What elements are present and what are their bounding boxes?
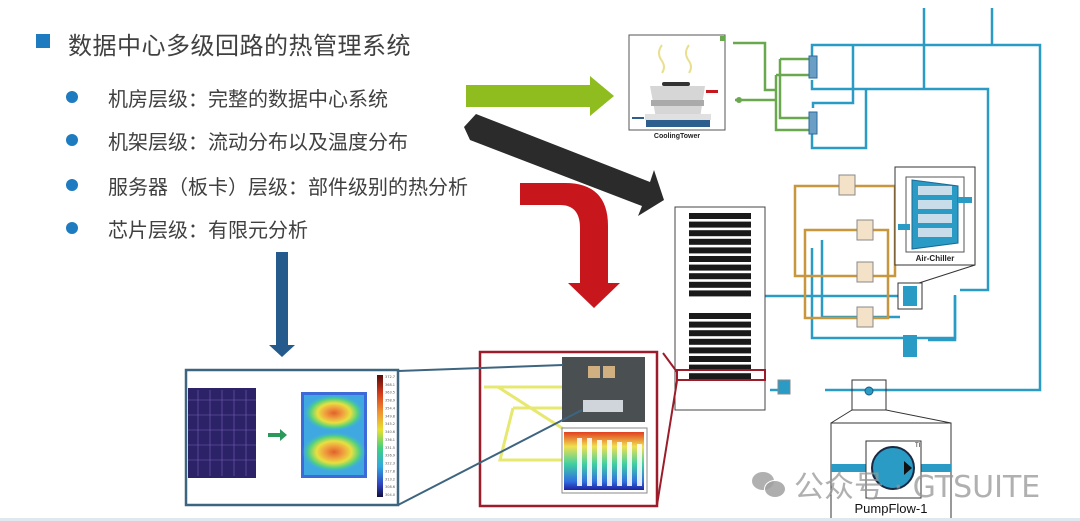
colorbar-tick-label: 313.2 [385, 477, 395, 481]
bullet-item: 机架层级：流动分布以及温度分布 [66, 125, 408, 155]
colorbar-tick-label: 336.1 [385, 438, 395, 442]
bullet-text: 机房层级：完整的数据中心系统 [108, 86, 388, 111]
server-unit [689, 356, 751, 362]
server-unit [689, 247, 751, 254]
bullet-item: 服务器（板卡）层级：部件级别的热分析 [66, 170, 468, 200]
server-unit [689, 213, 751, 219]
orange-pipe-network [793, 184, 897, 320]
server-board-callout[interactable] [478, 350, 678, 508]
server-unit [689, 221, 751, 228]
colorbar-tick-label: 326.9 [385, 454, 395, 458]
arrow-darkblue-icon [269, 252, 295, 357]
colorbar-ticks: 372.7 368.1 363.5 358.9 354.4 349.8 345.2 340.6… [385, 375, 396, 497]
watermark-text: 公众号 · GTSUITE [794, 470, 1041, 505]
watermark: 公众号 · GTSUITE [752, 462, 1040, 506]
colorbar-tick-label: 358.9 [385, 399, 395, 403]
arrow-red-icon [520, 183, 620, 308]
colorbar-tick-label: 317.8 [385, 469, 395, 473]
server-unit [689, 364, 751, 371]
tank-icon [777, 379, 791, 395]
arrow-right-icon [268, 429, 287, 441]
bullet-dot-icon [66, 134, 78, 146]
colorbar-tick-label: 363.5 [385, 391, 395, 395]
server-unit [689, 230, 751, 237]
server-unit [689, 321, 751, 328]
cold-plate-components[interactable] [838, 174, 874, 328]
colorbar-tick-label: 368.1 [385, 383, 395, 387]
pump-small-icon [736, 97, 742, 103]
pump-label: PumpFlow-1 [855, 501, 928, 516]
bullet-dot-icon [66, 91, 78, 103]
slide-footer-divider [0, 518, 1080, 521]
cooling-tower-component[interactable] [628, 34, 726, 131]
server-unit [689, 330, 751, 337]
bullet-dot-icon [66, 222, 78, 234]
colorbar-tick-label: 304.0 [385, 493, 395, 497]
colorbar [377, 375, 383, 497]
server-unit [689, 373, 751, 380]
bullet-item: 芯片层级：有限元分析 [66, 213, 308, 243]
pump-tag: TI [915, 443, 921, 449]
bullet-dot-icon [66, 179, 78, 191]
green-pipe-network [733, 41, 812, 132]
arrow-black-icon [464, 114, 664, 216]
blue-pipe-network [765, 8, 1042, 392]
arrow-green-icon [466, 76, 614, 116]
server-unit [689, 256, 751, 262]
server-rack-component[interactable] [674, 206, 766, 411]
colorbar-tick-label: 372.7 [385, 375, 395, 379]
title-bullet-icon [36, 34, 50, 48]
bullet-text: 芯片层级：有限元分析 [108, 217, 308, 242]
colorbar-tick-label: 345.2 [385, 422, 395, 426]
pump-callout[interactable] [830, 379, 952, 521]
colorbar-tick-label: 340.6 [385, 430, 395, 434]
rack-rows [689, 213, 751, 380]
server-unit [689, 338, 751, 345]
server-unit [689, 347, 751, 354]
slide-title: 数据中心多级回路的热管理系统 [68, 32, 411, 60]
air-chiller-component[interactable] [894, 166, 976, 284]
server-unit [689, 264, 751, 271]
server-unit [689, 238, 751, 245]
colorbar-tick-label: 349.8 [385, 414, 395, 418]
colorbar-tick-label: 308.6 [385, 485, 395, 489]
heat-exchanger-1-component[interactable] [808, 55, 818, 79]
server-unit [689, 290, 751, 297]
wechat-icon [752, 470, 786, 498]
bullet-item: 机房层级：完整的数据中心系统 [66, 82, 388, 112]
colorbar-tick-label: 354.4 [385, 406, 396, 410]
air-chiller-label: Air-Chiller [916, 254, 955, 263]
radiator-components[interactable] [897, 282, 923, 357]
bullet-text: 机架层级：流动分布以及温度分布 [108, 129, 408, 154]
rack-highlight-box [676, 369, 766, 381]
cooling-tower-label: CoolingTower [654, 133, 700, 140]
chip-callout[interactable]: 372.7 368.1 363.5 358.9 354.4 349.8 345.2 340.6… [184, 364, 583, 507]
colorbar-tick-label: 322.3 [385, 462, 395, 466]
server-unit [689, 273, 751, 280]
bullet-text: 服务器（板卡）层级：部件级别的热分析 [108, 174, 468, 199]
colorbar-tick-label: 331.5 [385, 446, 395, 450]
heat-exchanger-2-component[interactable] [808, 111, 818, 135]
server-unit [689, 313, 751, 319]
server-unit [689, 281, 751, 288]
